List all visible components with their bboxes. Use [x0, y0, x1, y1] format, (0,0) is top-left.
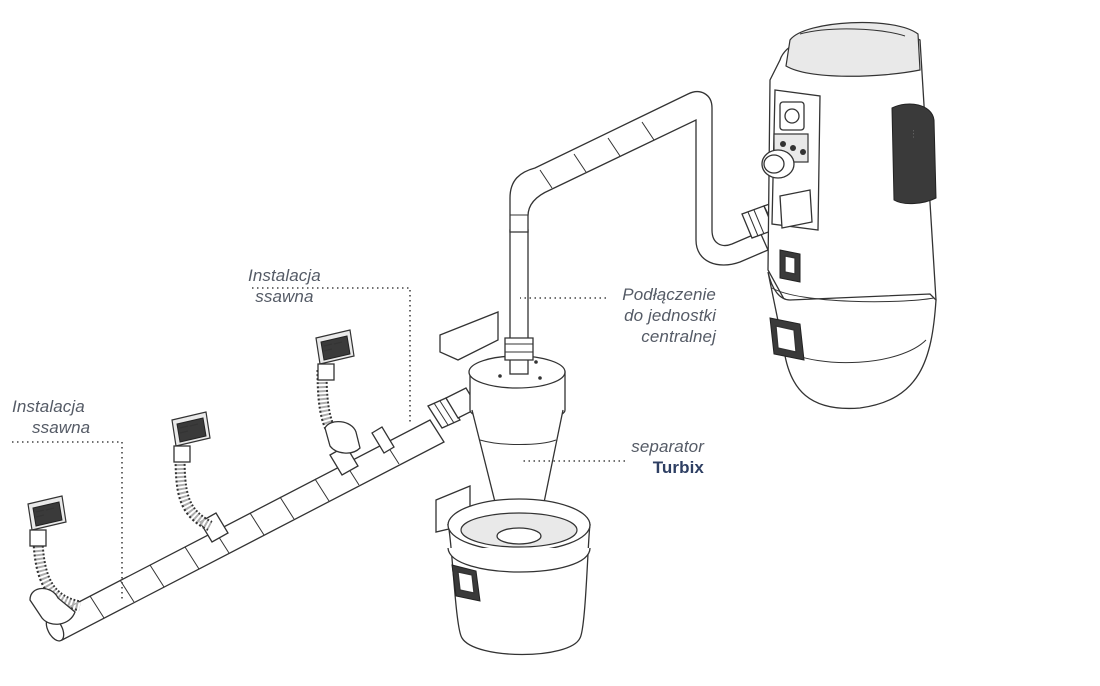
suction-inlet-3 — [315, 329, 355, 381]
leader-lines — [12, 287, 625, 600]
label-suction-left: Instalacja ssawna — [12, 396, 90, 438]
label-connection: Podłączenie do jednostki centralnej — [588, 284, 716, 347]
leader-suction-left — [12, 441, 123, 600]
label-suction-top-line1: Instalacja — [248, 266, 321, 285]
label-suction-top-line2: ssawna — [255, 287, 314, 306]
label-separator-line1: separator — [631, 437, 704, 456]
central-vacuum-unit: · · · — [761, 21, 937, 410]
suction-inlet-1 — [27, 495, 67, 547]
label-connection-line2: do jednostki — [624, 306, 716, 325]
label-connection-line3: centralnej — [641, 327, 716, 346]
connection-pipe — [509, 91, 799, 266]
cyclone-separator — [435, 229, 591, 656]
pipe-network — [29, 369, 479, 642]
label-suction-left-line1: Instalacja — [12, 397, 85, 416]
label-connection-line1: Podłączenie — [622, 285, 716, 304]
label-suction-top: Instalacja ssawna — [248, 265, 321, 307]
suction-inlet-2 — [171, 411, 211, 463]
label-separator-brand: Turbix — [652, 458, 704, 477]
label-suction-left-line2: ssawna — [32, 418, 91, 437]
label-separator: separator Turbix — [604, 436, 704, 478]
svg-text:· · ·: · · · — [910, 130, 916, 138]
